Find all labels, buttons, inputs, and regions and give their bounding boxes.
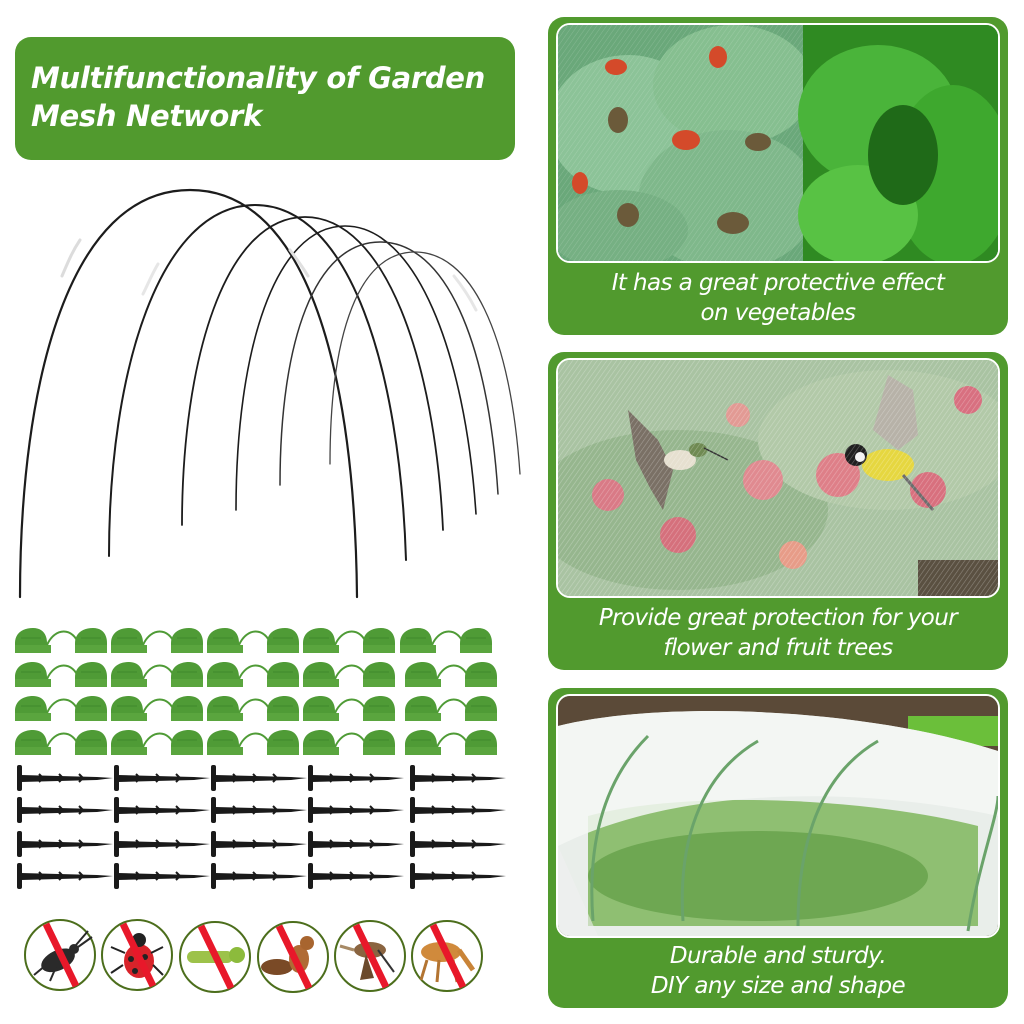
- feature-panel-diy-tunnel: Durable and sturdy. DIY any size and sha…: [548, 688, 1008, 1008]
- title-banner: Multifunctionality of Garden Mesh Networ…: [15, 37, 515, 160]
- caption-line-2: on vegetables: [700, 300, 857, 326]
- caption-line-1: It has a great protective effect: [611, 270, 945, 296]
- mesh-tunnel-photo: [556, 694, 1000, 938]
- stake-row-2: [16, 796, 507, 824]
- clip-row-4: [14, 729, 498, 756]
- title-line-1: Multifunctionality of Garden: [31, 61, 486, 95]
- caption-line-1: Provide great protection for your: [598, 605, 958, 631]
- caption-line-2: DIY any size and shape: [650, 973, 906, 999]
- clip-row-1: [14, 627, 493, 654]
- feature-panel-fruit-trees: Provide great protection for your flower…: [548, 352, 1008, 670]
- stake-row-1: [16, 764, 507, 792]
- accessories-grid: [10, 620, 510, 900]
- caption-line-2: flower and fruit trees: [663, 635, 893, 661]
- panel-2-caption: Provide great protection for your flower…: [548, 603, 1008, 663]
- panel-3-caption: Durable and sturdy. DIY any size and sha…: [548, 941, 1008, 1001]
- clip-row-3: [14, 695, 498, 722]
- pest-prohibition-icons: [10, 910, 490, 1000]
- no-ladybug-icon: [101, 919, 173, 991]
- title-line-2: Mesh Network: [31, 99, 263, 133]
- clip-row-2: [14, 661, 498, 688]
- stake-row-3: [16, 830, 507, 858]
- no-bird-icon: [334, 920, 406, 992]
- panel-1-caption: It has a great protective effect on vege…: [548, 268, 1008, 328]
- feature-panel-vegetables: It has a great protective effect on vege…: [548, 17, 1008, 335]
- no-deer-icon: [411, 920, 483, 992]
- no-beetle-icon: [24, 919, 96, 991]
- cabbage-photo: [556, 23, 1000, 263]
- garden-hoops-illustration: [10, 180, 540, 610]
- caption-line-1: Durable and sturdy.: [669, 943, 887, 969]
- fruit-tree-birds-photo: [556, 358, 1000, 598]
- no-caterpillar-icon: [179, 921, 251, 993]
- stake-row-4: [16, 862, 507, 890]
- no-squirrel-icon: [257, 921, 329, 993]
